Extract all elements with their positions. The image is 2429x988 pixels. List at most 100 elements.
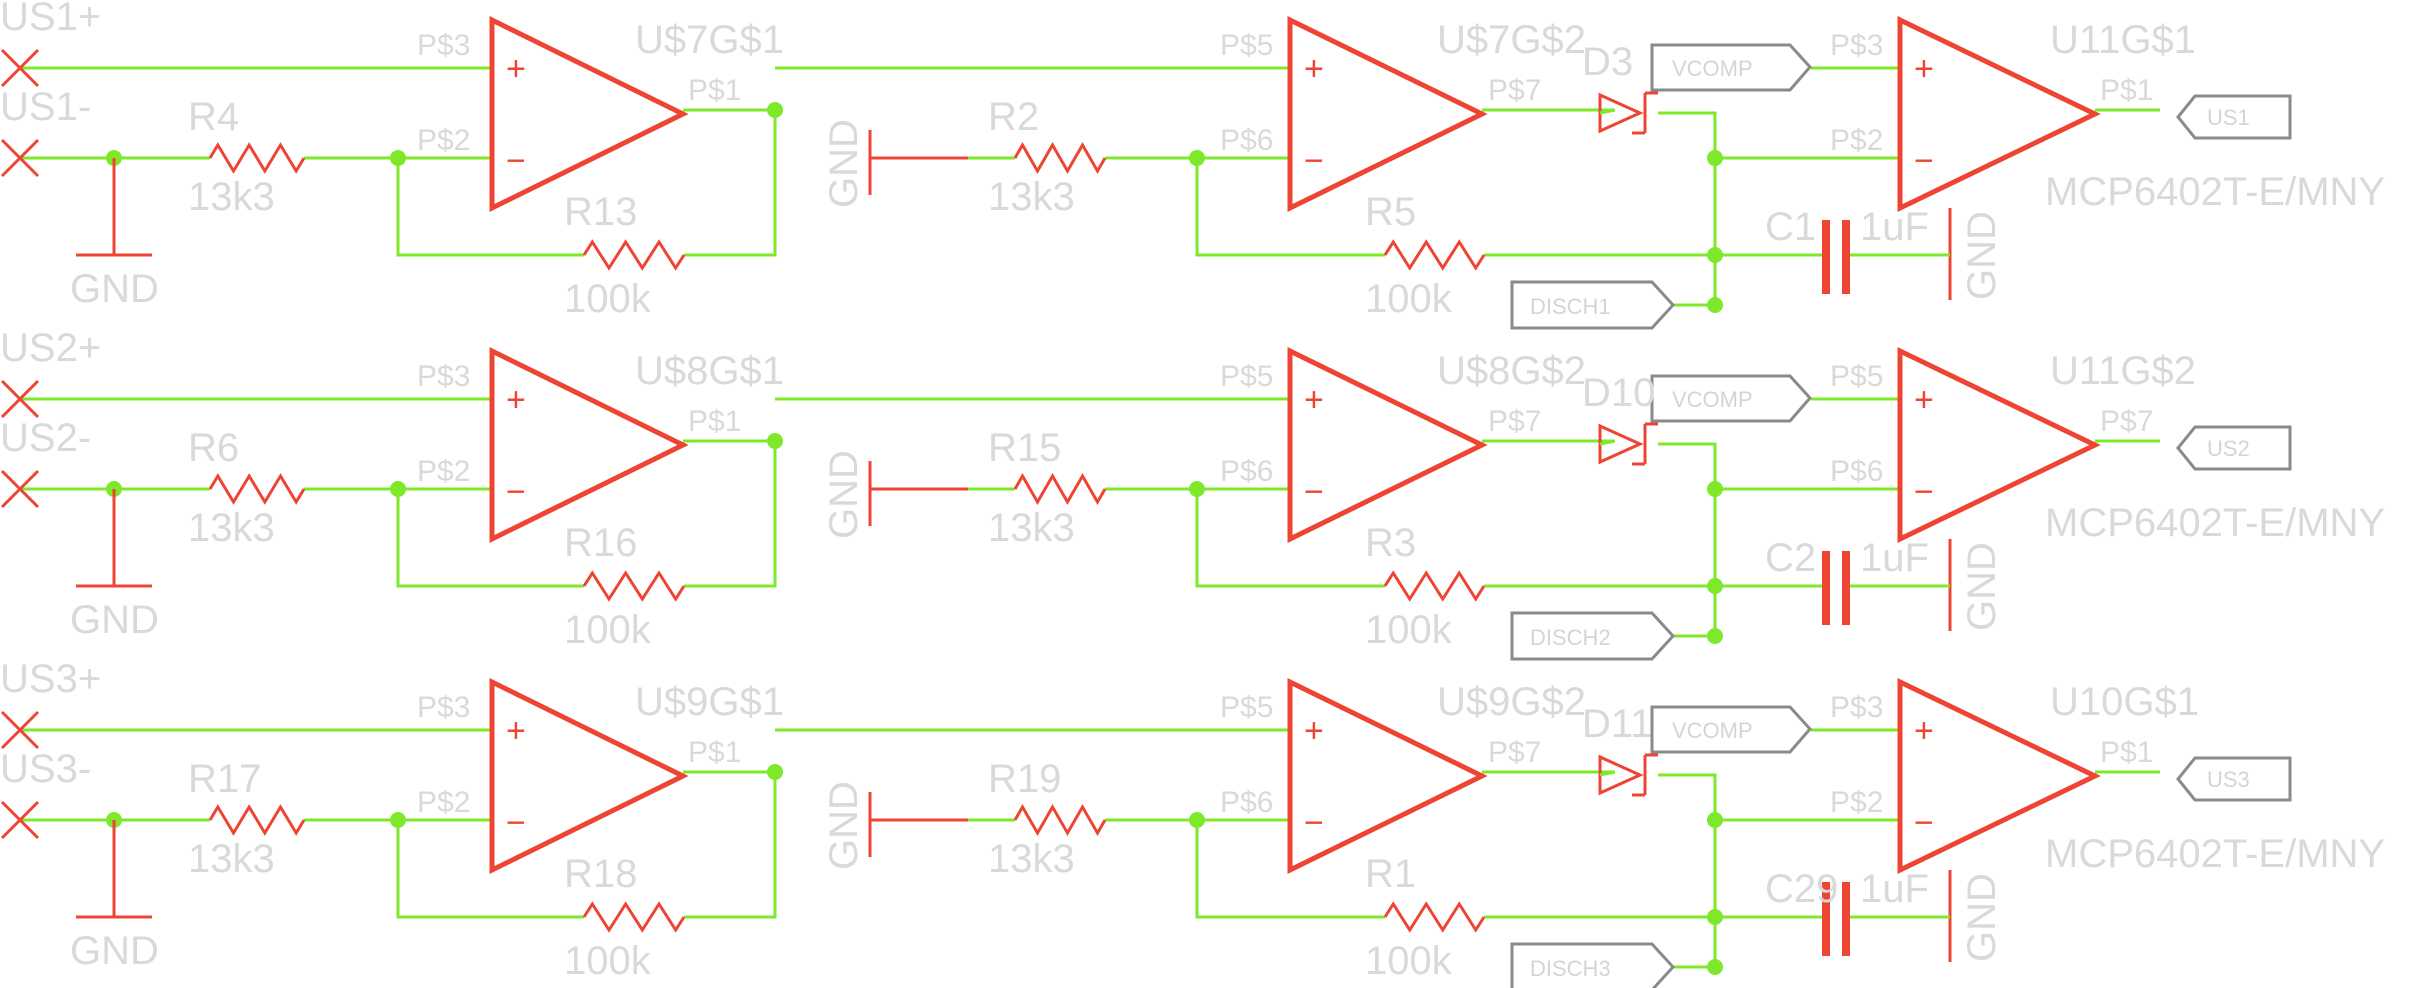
pin-label: P$2 (417, 124, 470, 157)
resistor-ref: R19 (988, 757, 1061, 801)
capacitor-ref: C29 (1765, 867, 1838, 911)
pin-label: P$7 (1488, 405, 1541, 438)
wire (396, 820, 584, 919)
ground-label: GND (822, 119, 866, 208)
junction-dot (1189, 150, 1205, 166)
wire (1599, 108, 1616, 115)
diode-cathode (1632, 422, 1658, 466)
junction-dot (1189, 812, 1205, 828)
resistor-value: 13k3 (988, 837, 1075, 881)
ground-label: GND (70, 929, 159, 973)
minus-sign: − (1914, 804, 1934, 842)
resistor-icon (1013, 141, 1107, 175)
pin-label: P$6 (1220, 786, 1273, 819)
wire (684, 110, 777, 257)
disch-flag-label: DISCH3 (1530, 956, 1611, 981)
opamp-icon (489, 15, 689, 213)
resistor-ref: R4 (188, 95, 239, 139)
capacitor-plate (1822, 551, 1830, 625)
input-negative-label: US3- (0, 747, 91, 791)
pin-label: P$2 (417, 786, 470, 819)
diode-cathode (1632, 753, 1658, 797)
resistor-ref: R3 (1365, 521, 1416, 565)
pin-label: P$3 (1830, 691, 1883, 724)
capacitor-plate (1842, 551, 1850, 625)
resistor-value: 13k3 (188, 175, 275, 219)
pin-label: P$2 (1830, 124, 1883, 157)
diode-ref: D10 (1582, 371, 1655, 415)
minus-sign: − (1914, 142, 1934, 180)
resistor-value: 13k3 (988, 506, 1075, 550)
plus-sign: + (1304, 381, 1324, 419)
input-positive-label: US1+ (0, 0, 101, 39)
pin-label: P$2 (417, 455, 470, 488)
opamp-ref: U$8G$1 (635, 349, 784, 393)
diode-ref: D11 (1582, 702, 1652, 746)
resistor-ref: R1 (1365, 852, 1416, 896)
pin-label: P$5 (1220, 29, 1273, 62)
wire (684, 772, 777, 919)
junction-dot (1707, 150, 1723, 166)
input-terminal-icon (0, 800, 40, 840)
input-terminal-icon (0, 469, 40, 509)
resistor-value: 13k3 (188, 837, 275, 881)
opamp-ref: U$7G$1 (635, 18, 784, 62)
opamp-icon (1287, 677, 1488, 875)
opamp-part-number: MCP6402T-E/MNY (2045, 832, 2385, 876)
ground-label: GND (1960, 873, 2004, 962)
resistor-value: 100k (1365, 608, 1453, 652)
pin-label: P$1 (688, 74, 741, 107)
pin-label: P$1 (688, 405, 741, 438)
pin-label: P$1 (688, 736, 741, 769)
wire (396, 489, 584, 588)
stage-1: +−+−+−VCOMPUS1DISCH1US1+US1-R413k3GNDP$3… (0, 0, 2385, 330)
capacitor-value: 1uF (1860, 867, 1929, 911)
resistor-icon (1013, 803, 1107, 837)
junction-dot (1707, 628, 1723, 644)
ground-icon (76, 820, 152, 919)
wire (1599, 439, 1616, 446)
wire (396, 158, 584, 257)
pin-label: P$7 (2100, 405, 2153, 438)
resistor-icon (582, 570, 686, 602)
pin-label: P$7 (1488, 736, 1541, 769)
junction-dot (1707, 812, 1723, 828)
junction-dot (1707, 297, 1723, 313)
ground-icon (868, 461, 968, 526)
ground-label: GND (70, 267, 159, 311)
pin-label: P$7 (1488, 74, 1541, 107)
resistor-ref: R15 (988, 426, 1061, 470)
wire (1658, 111, 1717, 307)
plus-sign: + (1914, 381, 1934, 419)
junction-dot (390, 150, 406, 166)
input-terminal-icon (0, 379, 40, 419)
pin-label: P$3 (1830, 29, 1883, 62)
stage-3: +−+−+−VCOMPUS3DISCH3US3+US3-R1713k3GNDP$… (0, 657, 2385, 988)
capacitor-plate (1842, 220, 1850, 294)
ground-label: GND (822, 781, 866, 870)
opamp-icon (1287, 15, 1488, 213)
disch-flag (1510, 280, 1676, 330)
minus-sign: − (1304, 473, 1324, 511)
minus-sign: − (1304, 804, 1324, 842)
opamp-ref: U$9G$2 (1437, 680, 1586, 724)
resistor-value: 13k3 (988, 175, 1075, 219)
opamp-icon (1897, 347, 2101, 543)
junction-dot (1707, 481, 1723, 497)
minus-sign: − (506, 142, 526, 180)
resistor-icon (208, 142, 306, 174)
capacitor-value: 1uF (1860, 205, 1929, 249)
wire (1195, 820, 1385, 919)
ground-icon (76, 158, 152, 257)
pin-label: P$2 (1830, 786, 1883, 819)
capacitor-plate (1822, 882, 1830, 956)
junction-dot (1189, 481, 1205, 497)
input-positive-label: US2+ (0, 326, 101, 370)
output-flag (2176, 425, 2292, 471)
plus-sign: + (506, 712, 526, 750)
resistor-ref: R13 (564, 190, 637, 234)
resistor-icon (208, 804, 306, 836)
opamp-part-number: MCP6402T-E/MNY (2045, 501, 2385, 545)
resistor-value: 100k (564, 608, 652, 652)
